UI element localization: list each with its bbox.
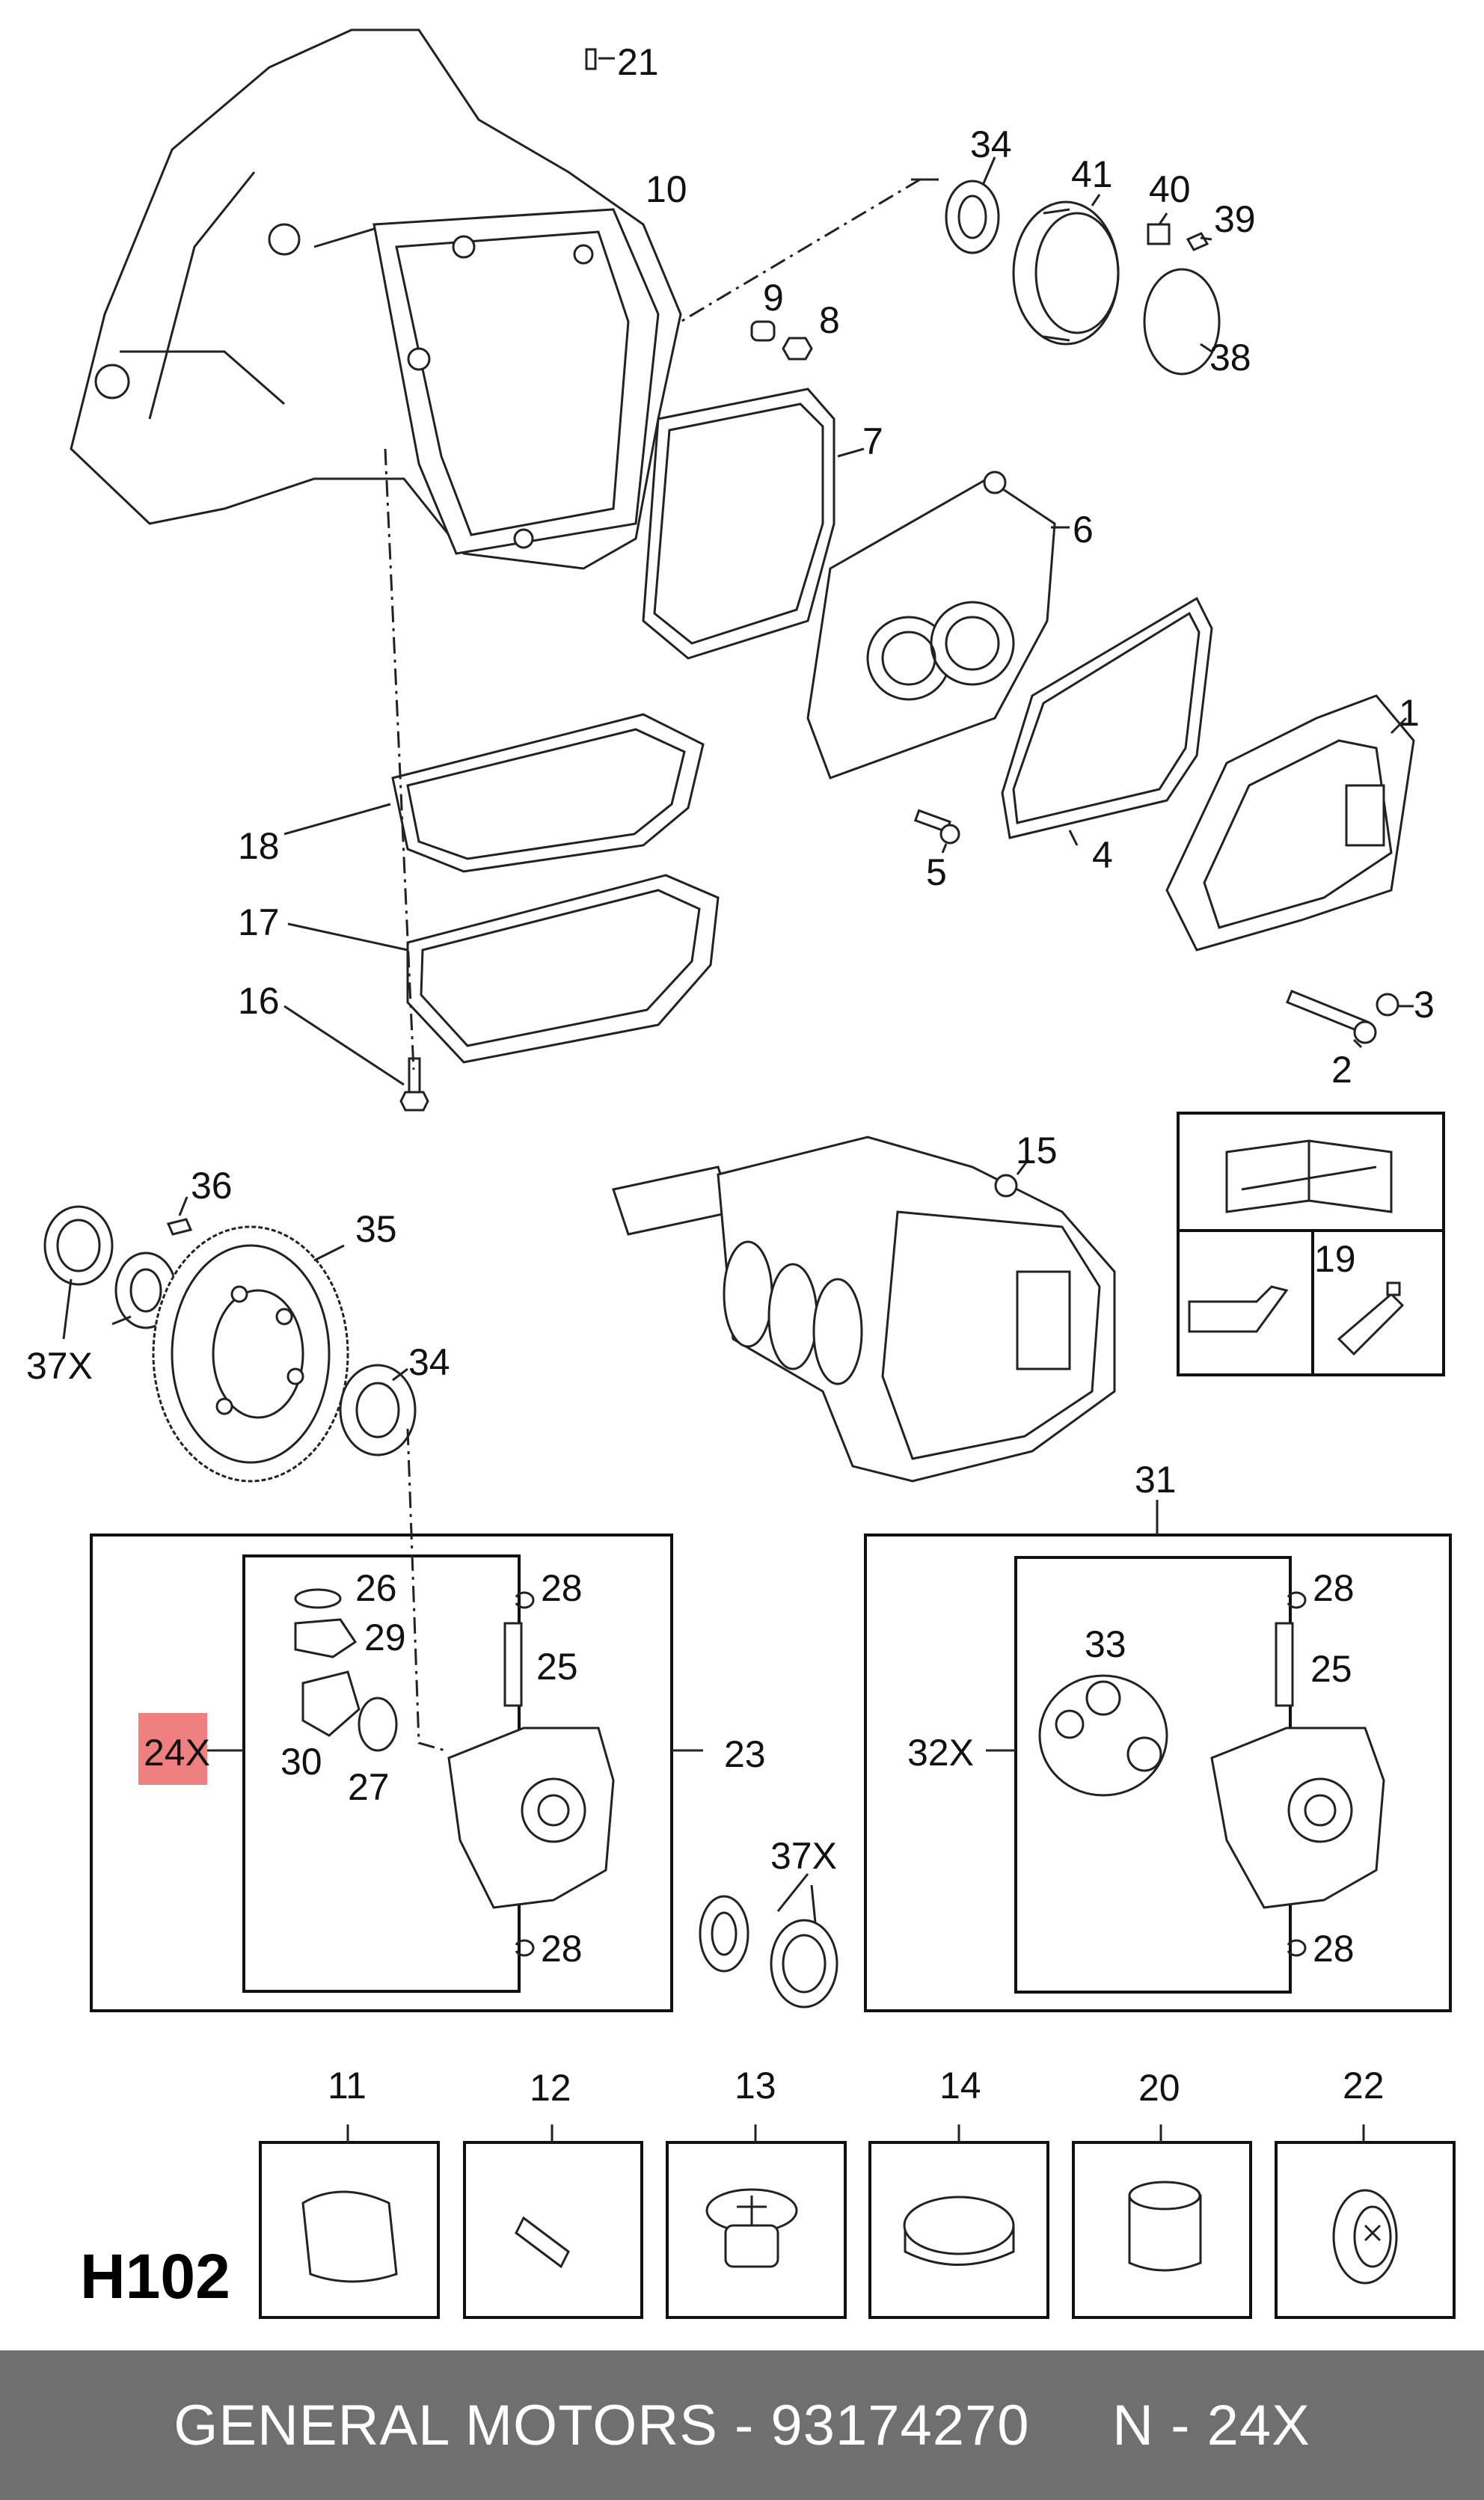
parts-diagram: 21 10 34 41 40 39 38 9 8 7 6 1 4 5 18 17… — [26, 28, 1456, 2319]
pin-25a — [503, 1622, 523, 1707]
bearing-37x-lower — [699, 1895, 838, 2009]
callout-28-d: 28 — [1313, 1928, 1355, 1970]
callout-25-b: 25 — [1310, 1648, 1352, 1690]
callout-1: 1 — [1399, 692, 1420, 734]
callout-37x-upper: 37X — [26, 1345, 93, 1387]
plug-9 — [750, 320, 776, 342]
washer-27 — [358, 1697, 398, 1752]
callout-36: 36 — [191, 1165, 233, 1207]
callout-23: 23 — [724, 1733, 766, 1775]
callout-22: 22 — [1343, 2065, 1385, 2107]
callout-13: 13 — [735, 2065, 776, 2107]
callout-10: 10 — [646, 168, 687, 210]
callout-38: 38 — [1209, 337, 1251, 379]
callout-7: 7 — [862, 420, 883, 462]
callout-2: 2 — [1331, 1049, 1352, 1091]
callout-24x: 24X — [144, 1732, 210, 1774]
part-box-12 — [463, 2141, 643, 2319]
transmission-housing — [70, 28, 682, 570]
oil-can-icon — [1188, 1285, 1289, 1333]
callout-35: 35 — [355, 1208, 397, 1250]
leader-lines — [62, 57, 1414, 2142]
service-box — [1177, 1112, 1445, 1376]
pin-21 — [585, 48, 597, 70]
callout-39: 39 — [1214, 198, 1256, 240]
diagram-code: H102 — [80, 2241, 230, 2311]
ring-gear-35 — [152, 1225, 349, 1483]
cover-6 — [806, 471, 1056, 779]
callout-17: 17 — [238, 901, 280, 943]
callout-27: 27 — [348, 1766, 390, 1808]
callout-14: 14 — [939, 2065, 981, 2107]
callout-18: 18 — [238, 825, 280, 867]
footer-bar: GENERAL MOTORS - 93174270 N - 24X — [0, 2350, 1484, 2500]
footer-part-number: GENERAL MOTORS - 93174270 N - 24X — [174, 2393, 1310, 2457]
callout-32x: 32X — [907, 1732, 974, 1774]
highlight-24x — [138, 1713, 207, 1785]
callout-40: 40 — [1149, 168, 1191, 210]
side-gear-carrier-33 — [1038, 1674, 1168, 1797]
callout-19: 19 — [1314, 1238, 1356, 1280]
plug-8 — [782, 337, 813, 361]
callout-33: 33 — [1085, 1623, 1126, 1665]
clip-28c — [1287, 1591, 1307, 1609]
clip-28d — [1287, 1939, 1307, 1957]
clip-28b — [515, 1939, 535, 1957]
clip-28a — [515, 1591, 535, 1609]
part-box-14 — [868, 2141, 1049, 2319]
gasket-17 — [406, 874, 720, 1064]
callout-21: 21 — [617, 41, 659, 83]
part-box-13 — [666, 2141, 847, 2319]
callout-8: 8 — [819, 299, 840, 341]
differential-23-parts — [138, 1588, 615, 1957]
callout-41: 41 — [1071, 153, 1113, 195]
callout-5: 5 — [926, 851, 947, 893]
gear-29 — [294, 1618, 358, 1658]
differential-31-parts — [1038, 1591, 1385, 1957]
callout-6: 6 — [1073, 509, 1094, 551]
bolt-16 — [399, 1057, 429, 1112]
part-box-20 — [1072, 2141, 1252, 2319]
callout-29: 29 — [364, 1617, 406, 1658]
bolt-36 — [166, 1218, 193, 1236]
seal-34-lower — [339, 1364, 417, 1456]
callout-9: 9 — [763, 277, 784, 319]
callout-30: 30 — [280, 1741, 322, 1783]
callout-26: 26 — [355, 1567, 397, 1609]
diff-box-23-outer — [90, 1534, 673, 2012]
callout-31: 31 — [1135, 1459, 1177, 1501]
callout-20: 20 — [1138, 2067, 1180, 2109]
gasket-7 — [642, 387, 835, 660]
callout-28-c: 28 — [1313, 1567, 1355, 1609]
bolt-3 — [1376, 993, 1399, 1017]
callout-28-b: 28 — [541, 1928, 583, 1970]
gear-30 — [301, 1670, 361, 1737]
bolt-2 — [1286, 990, 1377, 1044]
gasket-18 — [391, 713, 705, 873]
callout-25-a: 25 — [536, 1646, 578, 1688]
callout-16: 16 — [238, 980, 280, 1022]
part-box-22 — [1275, 2141, 1456, 2319]
callout-labels: 21 10 34 41 40 39 38 9 8 7 6 1 4 5 18 17… — [26, 41, 1435, 2311]
callout-15: 15 — [1016, 1130, 1058, 1171]
cover-1 — [1165, 694, 1415, 952]
sealant-tube-icon — [1337, 1292, 1405, 1356]
part-box-11 — [259, 2141, 440, 2319]
callout-34-upper: 34 — [970, 123, 1012, 165]
bolt-5 — [913, 809, 960, 845]
pin-25b — [1275, 1622, 1294, 1707]
callout-37x-lower: 37X — [770, 1835, 837, 1877]
gearbox-assembly-15 — [612, 1136, 1116, 1483]
callout-12: 12 — [530, 2067, 571, 2109]
callout-3: 3 — [1414, 984, 1435, 1026]
callout-11: 11 — [328, 2065, 367, 2107]
bearing-cup-37x — [43, 1205, 114, 1286]
callout-34-lower: 34 — [408, 1341, 450, 1383]
gasket-4 — [1001, 596, 1213, 839]
callout-28-a: 28 — [541, 1567, 583, 1609]
upper-bearing-group — [945, 180, 1221, 376]
callout-4: 4 — [1092, 834, 1113, 876]
